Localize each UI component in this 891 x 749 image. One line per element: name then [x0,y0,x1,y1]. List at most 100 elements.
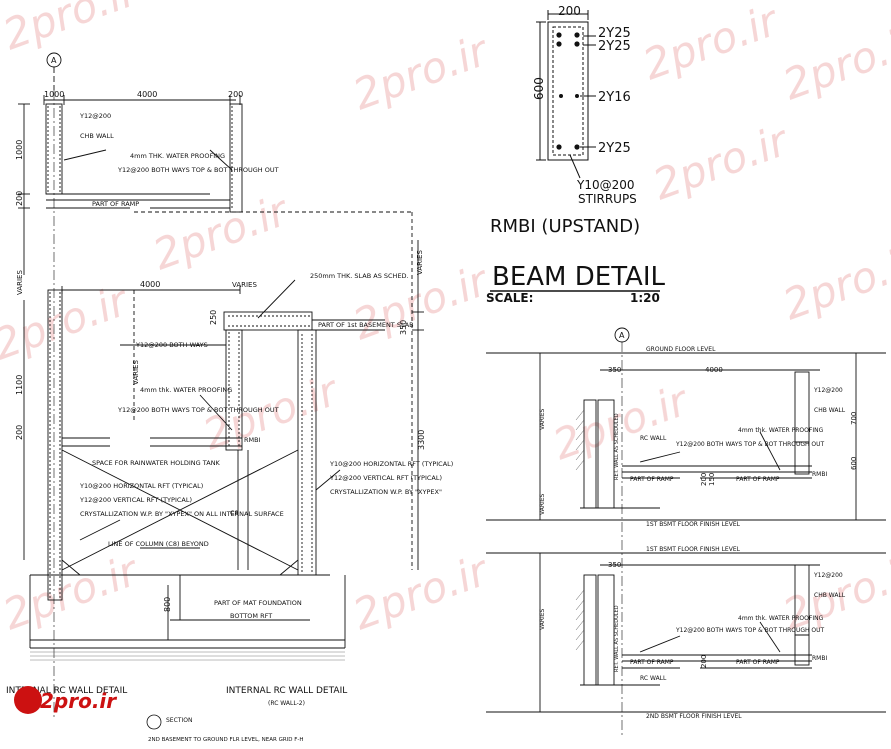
beam-detail-title: BEAM DETAIL [492,262,666,292]
dim-left-1100: 1100 [15,375,24,395]
ramp-2: PART OF RAMP [736,476,780,483]
note-y12-1: Y12@200 [79,112,111,120]
dim-350: 350 [608,366,621,374]
note-c8: C8 [230,509,239,517]
rc-wall-2: RC WALL [640,675,667,682]
dim-150-right: 150 [708,473,716,486]
dim-200b-right: 200 [700,655,708,668]
dim-right-350: 350 [399,320,408,335]
left-detail-lines [18,52,424,720]
note-slab: 250mm THK. SLAB AS SCHED. [310,272,409,280]
note-hor-rft-2: Y10@200 HORIZONTAL RFT (TYPICAL) [329,460,453,468]
note-ver-rft-1: Y12@200 VERTICAL RFT (TYPICAL) [79,496,192,504]
varies-3: VARIES [539,608,546,630]
watermark-text: 2pro.ir [647,115,797,209]
ret-wall-note: RET. WALL AS SCHEDULED [614,413,620,480]
watermark-text: 2pro.ir [547,375,697,469]
dim-350b: 350 [608,561,621,569]
beam-stirrup-spec: Y10@200 [576,178,635,192]
rft-note: Y12@200 BOTH WAYS TOP & BOT THROUGH OUT [675,441,825,448]
note-ramp-1: PART OF RAMP [92,200,139,208]
dim-4000: 4000 [705,366,723,374]
watermark-text: 2pro.ir [347,545,497,639]
note-xypex-2: CRYSTALLIZATION W.P. BY "XYPEX" [330,488,442,496]
watermark-text: 2pro.ir [347,25,497,119]
watermark-text: 2pro.ir [777,15,891,109]
caption-wall-detail-2: INTERNAL RC WALL DETAIL [226,686,347,696]
first-bsmt-level-2: 1ST BSMT FLOOR FINISH LEVEL [646,546,741,553]
section-mark: SECTION [166,717,192,724]
varies-1: VARIES [539,408,546,430]
beam-depth-dim: 600 [532,77,546,100]
caption-wall-detail-1: INTERNAL RC WALL DETAIL [6,686,127,696]
note-bottom-rft: BOTTOM RFT [230,612,272,620]
beam-top-bars-1: 2Y25 [598,26,631,41]
rft-note-2: Y12@200 BOTH WAYS TOP & BOT THROUGH OUT [675,627,825,634]
beam-mid-bars: 2Y16 [598,90,631,105]
beam-width-dim: 200 [558,4,581,18]
dim-700: 700 [850,412,858,425]
dim-mid-4000: 4000 [140,280,160,289]
dim-right-3300: 3300 [417,430,426,450]
note-y12-both: Y12@200 BOTH WAYS [135,341,208,349]
beam-section-title: RMBI (UPSTAND) [490,216,640,237]
grid-label-a-right: A [619,331,625,340]
dim-varies-c: VARIES [232,281,257,289]
dim-right-250: 250 [209,310,218,325]
footer-note: 2ND BASEMENT TO GROUND FLR LEVEL, NEAR G… [148,737,304,743]
note-xypex-1: CRYSTALLIZATION W.P. BY "XYPEX" ON ALL I… [80,510,284,518]
ramp-1: PART OF RAMP [630,476,674,483]
note-rft-1: Y12@200 BOTH WAYS TOP & BOT THROUGH OUT [117,166,279,174]
note-chb-wall: CHB WALL [80,132,114,140]
note-hor-rft-1: Y10@200 HORIZONTAL RFT (TYPICAL) [79,482,203,490]
beam-stirrup-label: STIRRUPS [578,192,637,206]
beam-section-outline [547,21,589,161]
dim-top-1000: 1000 [44,90,64,99]
caption-wall-detail-2-sub: (RC WALL-2) [268,700,305,707]
chb-wall-2: CHB WALL [814,592,846,599]
dim-200-right: 200 [700,473,708,486]
note-wp-1: 4mm THK. WATER PROOFING [130,152,225,160]
rc-wall: RC WALL [640,435,667,442]
right-wall-hatch [575,409,585,651]
rmbi: RMBI [812,471,827,478]
dim-bottom-800: 800 [163,597,172,612]
section-mark-symbol [146,714,162,730]
dim-600: 600 [850,457,858,470]
varies-2: VARIES [539,493,546,515]
ret-wall-note-2: RET. WALL AS SCHEDULED [614,605,620,672]
dim-left-1000: 1000 [15,140,24,160]
beam-detail-scale-label: SCALE: [486,291,533,305]
left-foundation-hatch [30,651,345,661]
dim-top-4000: 4000 [137,90,157,99]
site-logo: 2pro.ir [14,686,117,714]
watermark-text: 2pro.ir [777,235,891,329]
note-wp-2: 4mm thk. WATER PROOFING [140,386,232,394]
note-rft-2: Y12@200 BOTH WAYS TOP & BOT THROUGH OUT [117,406,279,414]
note-tank: SPACE FOR RAINWATER HOLDING TANK [92,459,221,467]
ramp-3: PART OF RAMP [630,659,674,666]
note-rmbi: RMBI [244,436,261,444]
note-1st-bsmt-slab: PART OF 1st BASEMENT SLAB [318,321,414,329]
note-mat-foundation: PART OF MAT FOUNDATION [214,599,302,607]
y12-right: Y12@200 [813,387,843,394]
dim-varies-d: VARIES [416,250,424,275]
y12-right-2: Y12@200 [813,572,843,579]
watermark-text: 2pro.ir [637,0,787,89]
note-ver-rft-2: Y12@200 VERTICAL RFT (TYPICAL) [329,474,442,482]
beam-bottom-bars: 2Y25 [598,141,631,156]
dim-varies-a: VARIES [16,270,24,295]
wp-note: 4mm thk. WATER PROOFING [738,427,824,434]
beam-section [536,10,596,179]
watermark-text: 2pro.ir [0,0,146,59]
beam-top-bars-2: 2Y25 [598,39,631,54]
dim-left-200b: 200 [15,425,24,440]
dim-top-200: 200 [228,90,243,99]
grid-label-a: A [51,56,57,65]
watermark-text: 2pro.ir [0,545,146,639]
chb-wall: CHB WALL [814,407,846,414]
dim-varies-b: VARIES [132,360,140,385]
ramp-4: PART OF RAMP [736,659,780,666]
beam-detail-scale-value: 1:20 [630,291,660,305]
